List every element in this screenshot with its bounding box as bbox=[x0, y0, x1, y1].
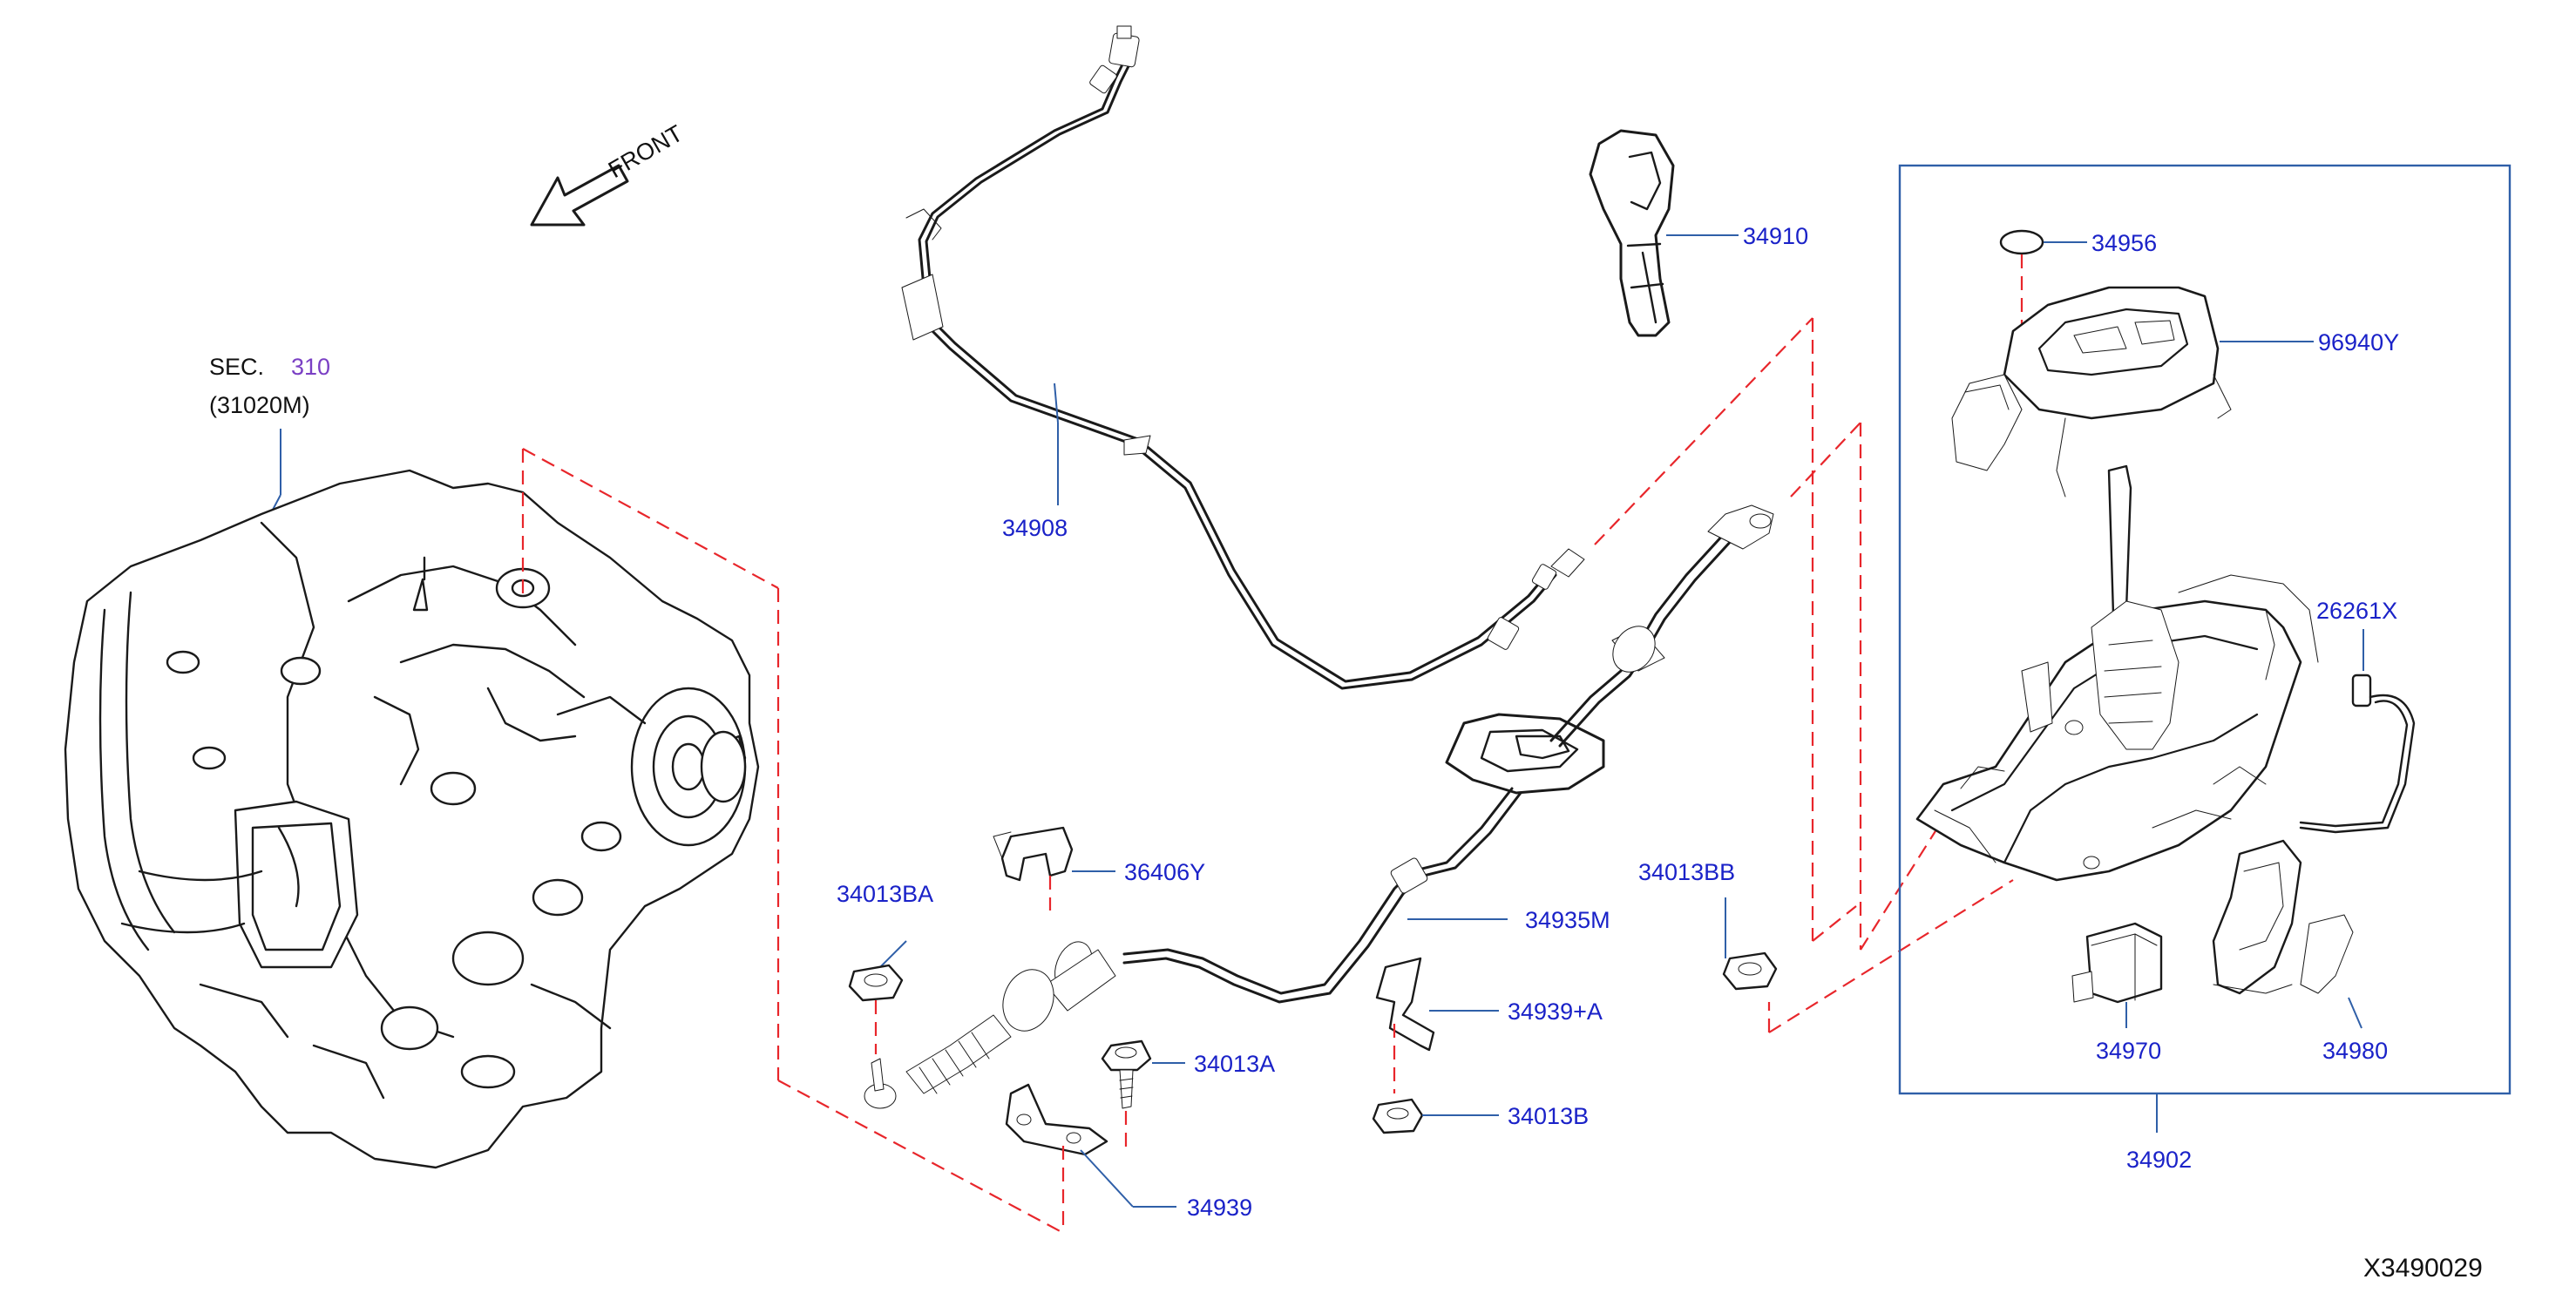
part-34970-solenoid: 34970 bbox=[2071, 922, 2163, 1064]
part-34013A-bolt: 34013A bbox=[1101, 1039, 1275, 1150]
shifter-device-body bbox=[1915, 464, 2319, 882]
part-34013B-nut: 34013B bbox=[1372, 1098, 1589, 1134]
front-arrow: FRONT bbox=[530, 120, 688, 227]
section-prefix: SEC. bbox=[209, 354, 264, 380]
label-34980[interactable]: 34980 bbox=[2322, 1038, 2388, 1064]
label-34908[interactable]: 34908 bbox=[1002, 515, 1068, 541]
label-36406Y[interactable]: 36406Y bbox=[1124, 859, 1205, 885]
shifter-assembly-box: 34902 bbox=[1898, 164, 2512, 1173]
label-26261X[interactable]: 26261X bbox=[2316, 598, 2397, 624]
label-34939[interactable]: 34939 bbox=[1187, 1195, 1252, 1221]
label-34970[interactable]: 34970 bbox=[2096, 1038, 2161, 1064]
label-34013BA[interactable]: 34013BA bbox=[837, 881, 933, 907]
part-34980-switch: 34980 bbox=[2212, 839, 2388, 1064]
section-code: (31020M) bbox=[209, 392, 310, 418]
label-96940Y[interactable]: 96940Y bbox=[2318, 329, 2399, 355]
label-34902[interactable]: 34902 bbox=[2126, 1147, 2192, 1173]
part-26261X-bulb: 26261X bbox=[2299, 598, 2416, 834]
label-34939A[interactable]: 34939+A bbox=[1508, 999, 1603, 1025]
diagram-id: X3490029 bbox=[2363, 1254, 2483, 1283]
section-number[interactable]: 310 bbox=[291, 354, 330, 380]
part-34956-cap: 34956 bbox=[1999, 229, 2157, 331]
label-34013A[interactable]: 34013A bbox=[1194, 1051, 1275, 1077]
hollow-arrow-icon bbox=[530, 164, 629, 227]
label-34910[interactable]: 34910 bbox=[1743, 223, 1808, 249]
part-34908-cable: 34908 bbox=[901, 25, 1585, 690]
label-34935M[interactable]: 34935M bbox=[1525, 907, 1610, 933]
part-96940Y-finisher: 96940Y bbox=[1951, 286, 2399, 498]
part-34910-knob: 34910 bbox=[1589, 129, 1808, 337]
label-34013BB[interactable]: 34013BB bbox=[1638, 859, 1735, 885]
part-34935M-cable: 34935M bbox=[864, 504, 1774, 1109]
phantom-lines-transmission bbox=[521, 448, 1064, 1234]
transmission-assembly bbox=[64, 469, 760, 1169]
part-34013BB-nut: 34013BB bbox=[1638, 859, 1778, 991]
part-34939-bracket: 34939 bbox=[1005, 1083, 1252, 1233]
part-34013BA-nut: 34013BA bbox=[837, 881, 933, 1054]
label-34956[interactable]: 34956 bbox=[2091, 230, 2157, 256]
label-34013B[interactable]: 34013B bbox=[1508, 1103, 1589, 1129]
assembly-frame bbox=[1898, 164, 2512, 1095]
part-36406Y-clip: 36406Y bbox=[993, 826, 1205, 911]
section-reference: SEC. 310 (31020M) bbox=[209, 354, 330, 524]
part-34939A-bracket: 34939+A bbox=[1375, 957, 1603, 1093]
front-label: FRONT bbox=[604, 120, 688, 183]
phantom-lines-cable-shifter bbox=[1594, 317, 2014, 1033]
